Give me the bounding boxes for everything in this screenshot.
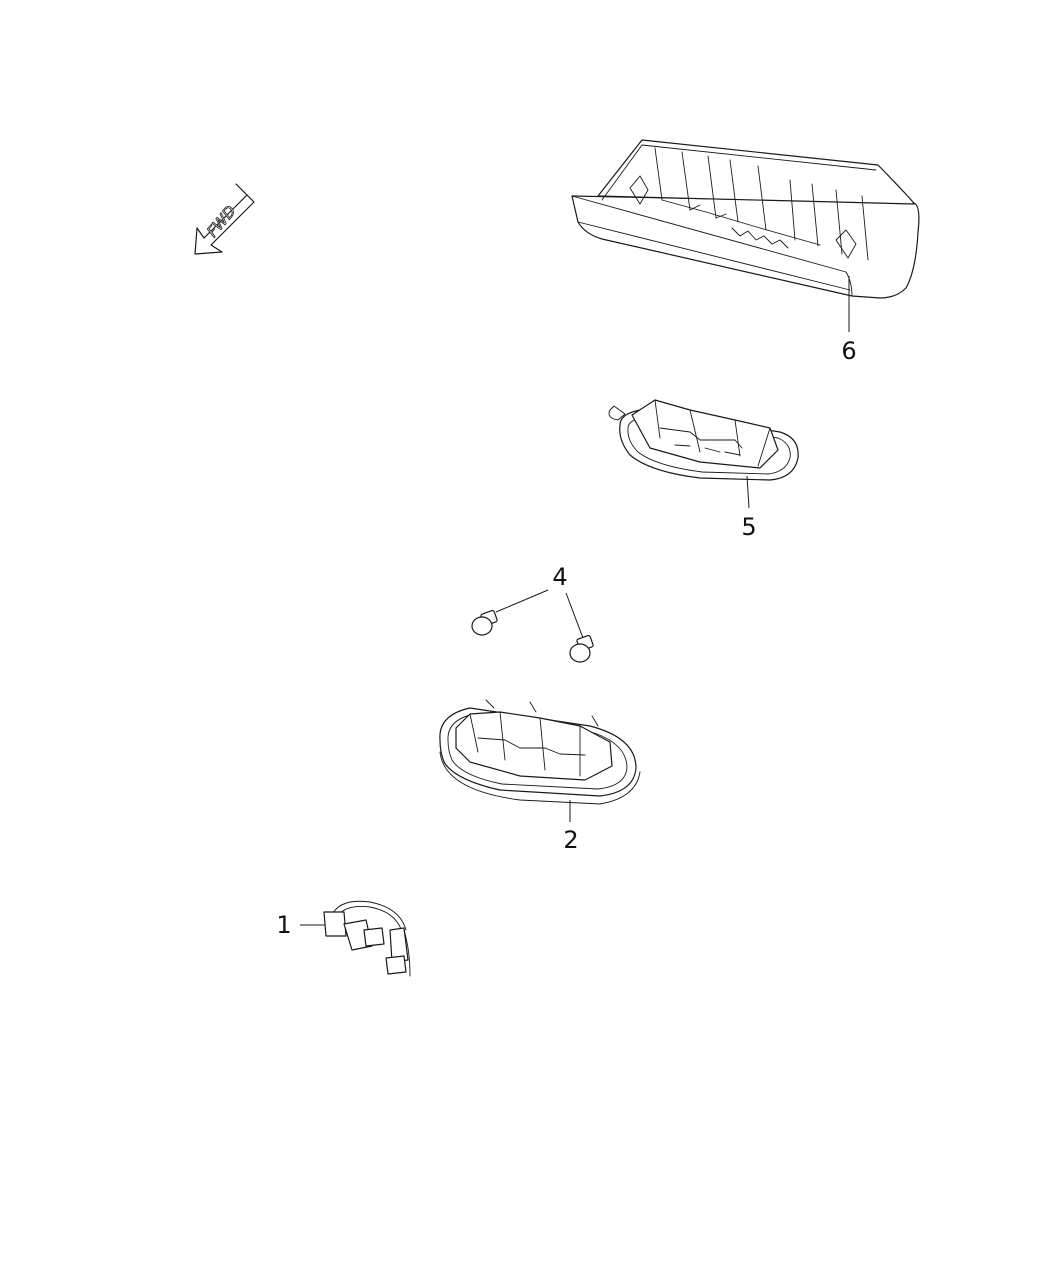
bulb-left [471,609,498,636]
overhead-console-lamp: 5 [608,399,799,541]
forward-arrow-icon: FWD [194,183,255,255]
bulbs: 4 [471,563,594,663]
wiring-harness: 1 [276,900,411,977]
overhead-console-lamp-base: 2 [439,699,641,854]
bulb-right [569,634,594,663]
callout-6: 6 [841,337,856,365]
overhead-console-bezel: 6 [571,139,920,365]
callout-1: 1 [276,911,291,939]
callout-2: 2 [563,826,578,854]
callout-5: 5 [741,513,756,541]
callout-4: 4 [552,563,567,591]
